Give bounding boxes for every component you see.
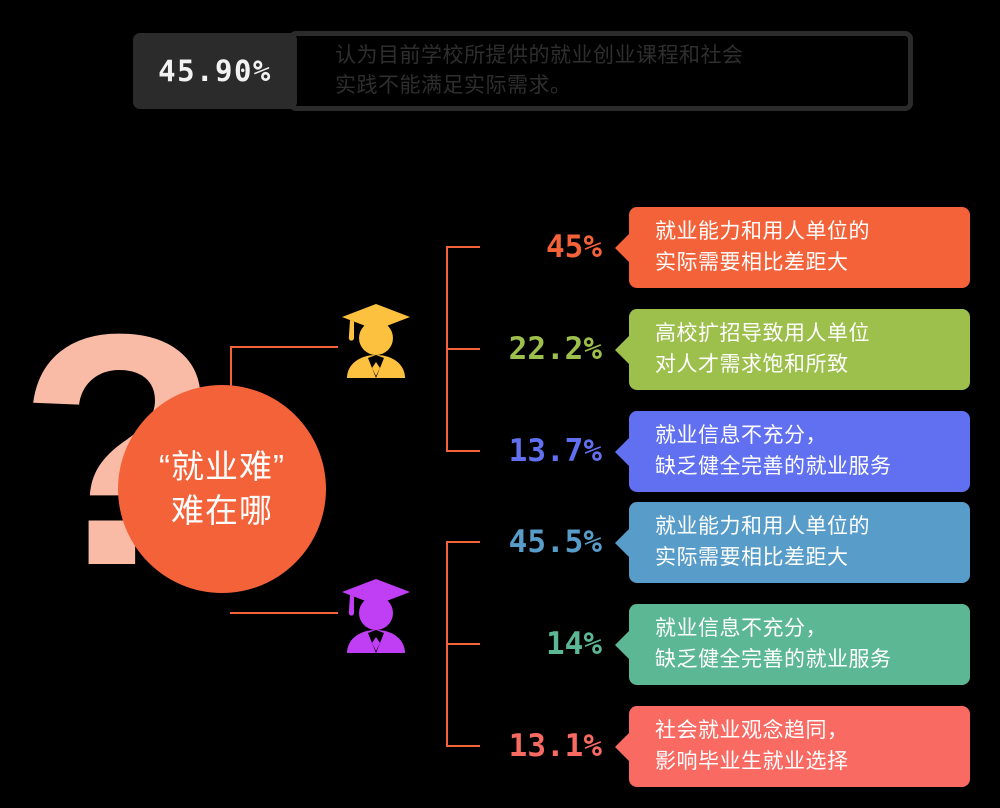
- callout-notch-0-2: [615, 436, 630, 467]
- callout-box-1-1[interactable]: 就业信息不充分， 缺乏健全完善的就业服务: [615, 604, 970, 685]
- callout-line1-1-1: 就业信息不充分，: [655, 617, 827, 641]
- callout-notch-1-2: [615, 731, 630, 762]
- callout-box-1-0[interactable]: 就业能力和用人单位的 实际需要相比差距大: [615, 502, 970, 583]
- callout-box-0-1[interactable]: 高校扩招导致用人单位 对人才需求饱和所致: [615, 309, 970, 390]
- callout-box-0-0[interactable]: 就业能力和用人单位的 实际需要相比差距大: [615, 207, 970, 288]
- percent-label-0-2: 13.7%: [508, 433, 602, 469]
- left-bracket-bottom-arm: [230, 612, 338, 614]
- callout-line1-1-2: 社会就业观念趋同，: [655, 719, 849, 743]
- callout-line2-0-0: 实际需要相比差距大: [655, 250, 849, 274]
- header-statement-panel: 认为目前学校所提供的就业创业课程和社会实践不能满足实际需求。: [288, 31, 913, 111]
- center-topic-circle: “就业难” 难在哪: [118, 385, 326, 593]
- center-topic-line1: “就业难”: [159, 448, 285, 486]
- callout-box-1-2[interactable]: 社会就业观念趋同， 影响毕业生就业选择: [615, 706, 970, 787]
- graduate-student-icon-yellow: [340, 300, 412, 380]
- right-bracket-tick-bottom-2: [446, 643, 480, 645]
- callout-line2-1-0: 实际需要相比差距大: [655, 545, 849, 569]
- graduate-student-icon-purple: [340, 575, 412, 655]
- callout-notch-0-1: [615, 334, 630, 365]
- right-bracket-tick-top-2: [446, 348, 480, 350]
- callout-line2-1-1: 缺乏健全完善的就业服务: [655, 647, 892, 671]
- center-topic-line2: 难在哪: [171, 492, 273, 529]
- callout-line1-1-0: 就业能力和用人单位的: [655, 515, 870, 539]
- callout-line2-0-2: 缺乏健全完善的就业服务: [655, 454, 892, 478]
- callout-line1-0-1: 高校扩招导致用人单位: [655, 322, 870, 346]
- percent-label-1-0: 45.5%: [508, 524, 602, 560]
- right-bracket-tick-bottom-1: [446, 541, 480, 543]
- callout-notch-0-0: [615, 232, 630, 263]
- percent-label-0-0: 45%: [546, 229, 602, 265]
- right-bracket-tick-top-1: [446, 246, 480, 248]
- left-bracket-top-arm: [230, 346, 338, 348]
- right-bracket-tick-top-3: [446, 450, 480, 452]
- header-statement-text: 认为目前学校所提供的就业创业课程和社会实践不能满足实际需求。: [335, 44, 744, 97]
- callout-line1-0-2: 就业信息不充分，: [655, 424, 827, 448]
- right-bracket-tick-bottom-3: [446, 745, 480, 747]
- percent-label-1-1: 14%: [546, 626, 602, 662]
- callout-notch-1-0: [615, 527, 630, 558]
- callout-line2-1-2: 影响毕业生就业选择: [655, 749, 849, 773]
- header-banner: 认为目前学校所提供的就业创业课程和社会实践不能满足实际需求。 45.90%: [133, 31, 913, 111]
- percent-label-1-2: 13.1%: [508, 728, 602, 764]
- callout-line1-0-0: 就业能力和用人单位的: [655, 220, 870, 244]
- header-percent-badge: 45.90%: [133, 33, 297, 109]
- callout-box-0-2[interactable]: 就业信息不充分， 缺乏健全完善的就业服务: [615, 411, 970, 492]
- header-percent-value: 45.90%: [158, 54, 272, 88]
- callout-line2-0-1: 对人才需求饱和所致: [655, 352, 849, 376]
- percent-label-0-1: 22.2%: [508, 331, 602, 367]
- callout-notch-1-1: [615, 629, 630, 660]
